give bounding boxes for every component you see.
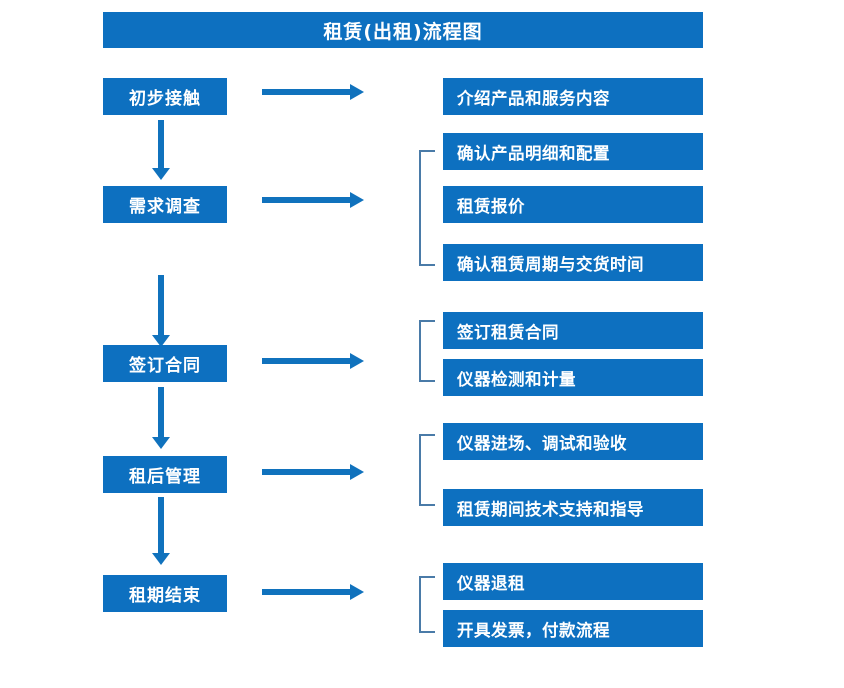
flow-arrow-right-5 (262, 582, 364, 602)
arrow-head (152, 335, 170, 347)
arrow-head (152, 168, 170, 180)
arrow-shaft (262, 197, 352, 203)
arrow-head (350, 584, 364, 600)
flow-arrow-down-3 (151, 387, 171, 449)
stage-box-post-rental-management[interactable]: 租后管理 (103, 456, 227, 493)
group-bracket-5 (419, 576, 435, 633)
stage-box-rental-end[interactable]: 租期结束 (103, 575, 227, 612)
detail-box-instrument-inspection[interactable]: 仪器检测和计量 (443, 359, 703, 396)
flow-arrow-right-1 (262, 82, 364, 102)
arrow-head (350, 84, 364, 100)
stage-box-initial-contact[interactable]: 初步接触 (103, 78, 227, 115)
detail-box-confirm-product-spec[interactable]: 确认产品明细和配置 (443, 133, 703, 170)
flow-arrow-down-1 (151, 120, 171, 180)
arrow-head (350, 464, 364, 480)
detail-box-sign-rental-contract[interactable]: 签订租赁合同 (443, 312, 703, 349)
group-bracket-2 (419, 150, 435, 266)
arrow-head (350, 353, 364, 369)
group-bracket-3 (419, 320, 435, 382)
flow-arrow-down-2 (151, 275, 171, 347)
detail-box-instrument-return[interactable]: 仪器退租 (443, 563, 703, 600)
page-title: 租赁(出租)流程图 (103, 12, 703, 48)
detail-box-instrument-entry-commissioning[interactable]: 仪器进场、调试和验收 (443, 423, 703, 460)
arrow-head (350, 192, 364, 208)
arrow-shaft (262, 469, 352, 475)
detail-box-intro-products[interactable]: 介绍产品和服务内容 (443, 78, 703, 115)
stage-box-demand-survey[interactable]: 需求调查 (103, 186, 227, 223)
arrow-shaft (262, 89, 352, 95)
arrow-head (152, 553, 170, 565)
flow-arrow-right-3 (262, 351, 364, 371)
flow-arrow-down-4 (151, 497, 171, 565)
detail-box-confirm-period-delivery[interactable]: 确认租赁周期与交货时间 (443, 244, 703, 281)
arrow-shaft (262, 358, 352, 364)
group-bracket-4 (419, 434, 435, 506)
flow-arrow-right-2 (262, 190, 364, 210)
arrow-shaft (158, 275, 164, 335)
detail-box-technical-support[interactable]: 租赁期间技术支持和指导 (443, 489, 703, 526)
detail-box-rental-quote[interactable]: 租赁报价 (443, 186, 703, 223)
flow-arrow-right-4 (262, 462, 364, 482)
arrow-shaft (158, 120, 164, 168)
arrow-shaft (158, 387, 164, 437)
stage-box-sign-contract[interactable]: 签订合同 (103, 345, 227, 382)
arrow-head (152, 437, 170, 449)
arrow-shaft (158, 497, 164, 553)
arrow-shaft (262, 589, 352, 595)
detail-box-invoice-payment[interactable]: 开具发票，付款流程 (443, 610, 703, 647)
